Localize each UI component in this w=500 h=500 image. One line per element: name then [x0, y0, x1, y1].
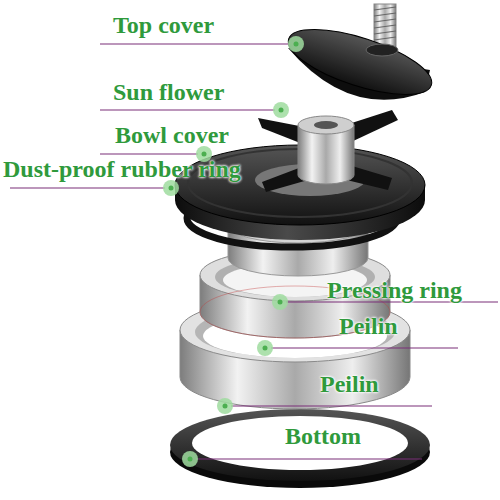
part-label: Dust-proof rubber ring: [3, 157, 241, 181]
part-label: Pressing ring: [327, 278, 462, 302]
part-label: Peilin: [320, 372, 379, 396]
part-label: Bowl cover: [115, 123, 229, 147]
part-label: Sun flower: [113, 80, 224, 104]
bottom-ring: [170, 409, 430, 488]
part-label: Peilin: [339, 314, 398, 338]
part-label: Bottom: [285, 424, 361, 448]
leader-lines: [10, 44, 498, 459]
star-nut: [258, 110, 398, 192]
top-cap: [281, 4, 438, 108]
part-label: Top cover: [113, 13, 214, 37]
